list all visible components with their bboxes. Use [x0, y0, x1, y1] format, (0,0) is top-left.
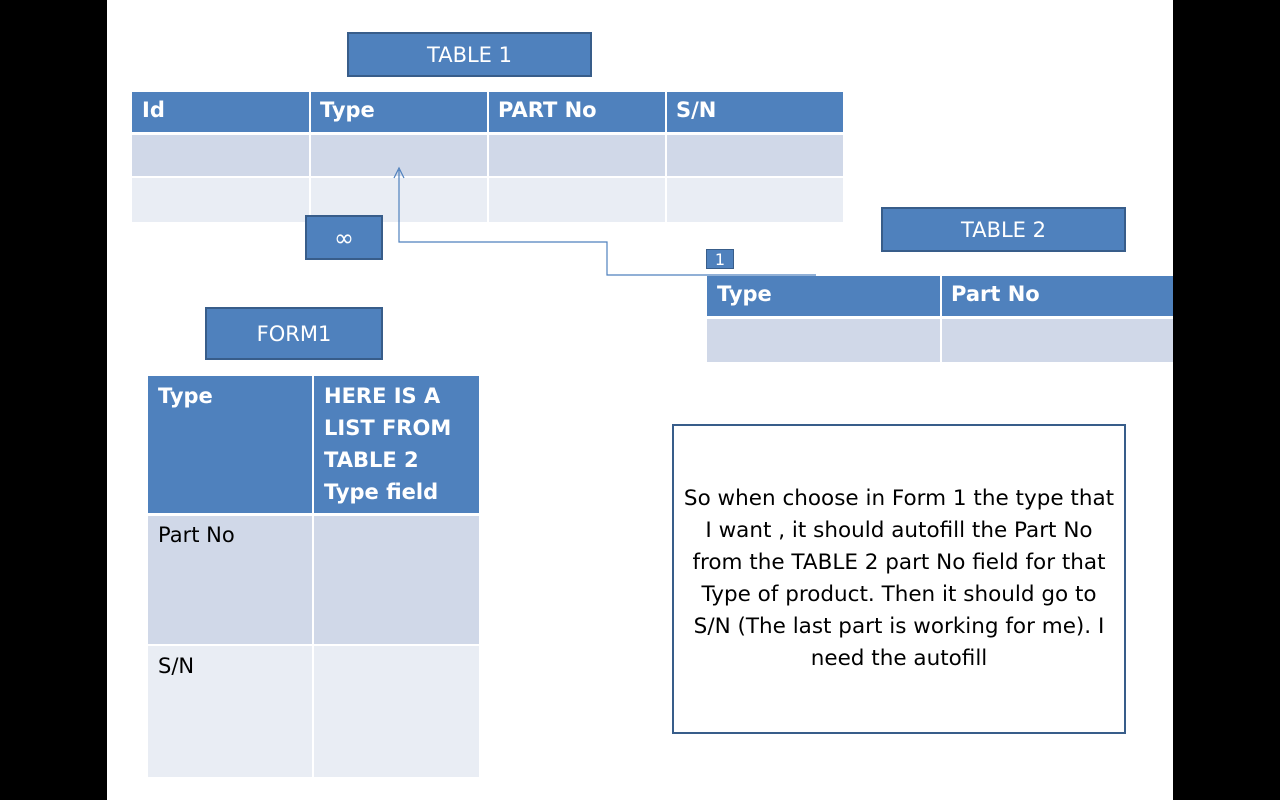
table1-divider	[487, 92, 489, 222]
table2-title: TABLE 2	[881, 207, 1126, 252]
table2-col-partno: Part No	[941, 276, 1173, 317]
form1-partno-field[interactable]	[314, 515, 479, 645]
table1-divider	[665, 92, 667, 222]
table1-title: TABLE 1	[347, 32, 592, 77]
table2-divider	[940, 276, 942, 362]
explanation-note: So when choose in Form 1 the type that I…	[672, 424, 1126, 734]
many-relation-badge: ∞	[305, 215, 383, 260]
table1-col-partno: PART No	[488, 92, 666, 133]
form1: Type HERE IS A LIST FROM TABLE 2 Type fi…	[148, 376, 479, 777]
table2: Type Part No	[707, 276, 1173, 362]
explanation-text: So when choose in Form 1 the type that I…	[683, 486, 1115, 671]
table1-col-sn: S/N	[666, 92, 843, 133]
form1-sn-label: S/N	[158, 654, 195, 678]
form1-sn-field[interactable]	[314, 646, 479, 777]
table1: Id Type PART No S/N	[132, 92, 843, 222]
table1-divider	[309, 92, 311, 222]
form1-type-label: Type	[148, 376, 313, 514]
table1-col-id: Id	[132, 92, 310, 133]
form1-title: FORM1	[205, 307, 383, 360]
form1-divider	[312, 376, 314, 777]
table1-col-type: Type	[310, 92, 488, 133]
form1-partno-label: Part No	[158, 523, 235, 547]
one-relation-badge: 1	[706, 249, 734, 269]
form1-type-dropdown[interactable]: HERE IS A LIST FROM TABLE 2 Type field	[314, 376, 479, 514]
table2-col-type: Type	[707, 276, 941, 317]
slide-canvas: TABLE 1 Id Type PART No S/N ∞ 1 TABLE 2 …	[107, 0, 1173, 800]
